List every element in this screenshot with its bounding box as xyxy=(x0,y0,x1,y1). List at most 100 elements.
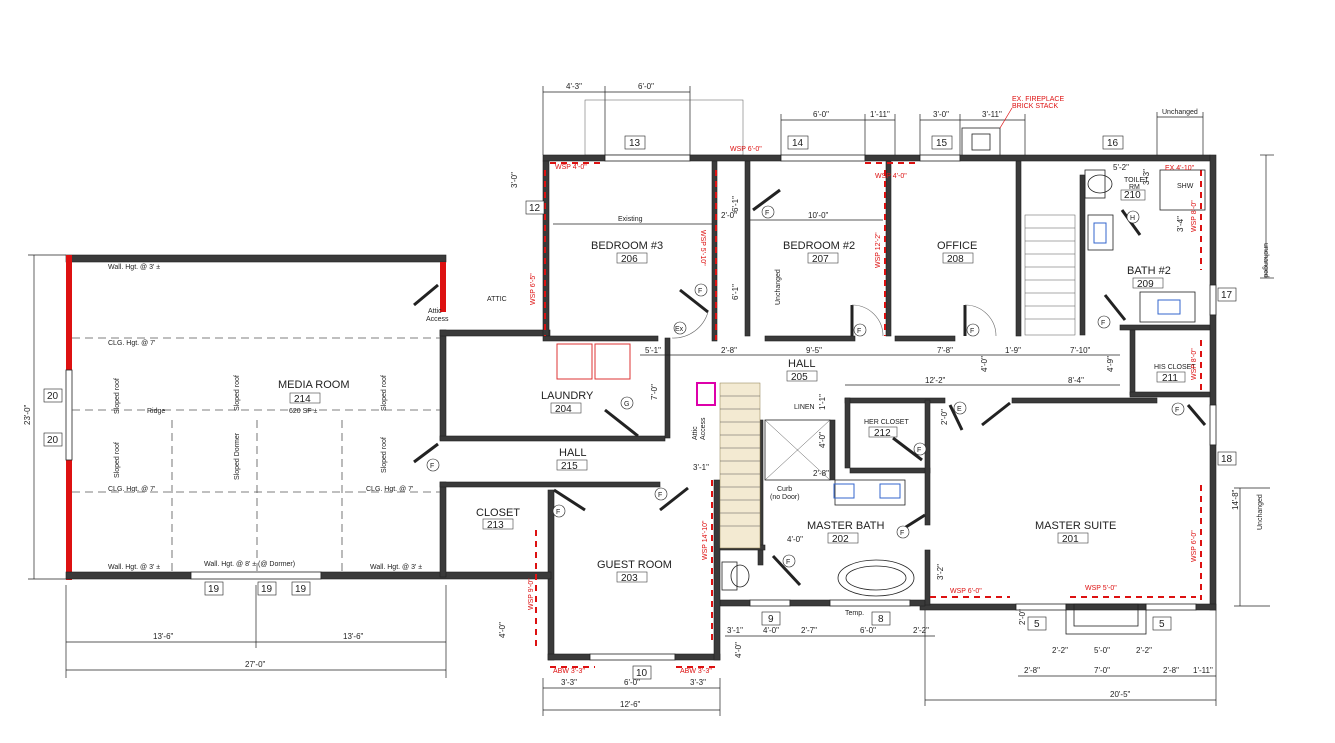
dim: 13'-6" xyxy=(153,632,174,641)
dim: 3'-3" xyxy=(561,678,577,687)
dim: 3'-2" xyxy=(936,564,945,580)
fixtures xyxy=(556,169,1206,597)
room-num-hercloset: 212 xyxy=(874,428,891,439)
note-wsp: WSP 6'-0" xyxy=(730,146,762,153)
marker-f: F xyxy=(786,559,790,566)
unchanged-label-hall: Unchanged xyxy=(775,269,782,305)
attic-access-stair-1: Attic xyxy=(692,426,699,440)
fireplace-note-1: EX. FIREPLACE xyxy=(1012,96,1064,103)
marker-f: F xyxy=(917,447,921,454)
note-wsp: WSP 6'-5" xyxy=(530,273,537,305)
ridge-label: Ridge xyxy=(147,408,165,415)
room-name-laundry: LAUNDRY xyxy=(541,390,594,402)
dim-top5: 3'-0" xyxy=(933,110,949,119)
note-wsp: WSP 14'-10" xyxy=(702,520,709,560)
dim: 2'-2" xyxy=(913,626,929,635)
dim: 14'-8" xyxy=(1231,489,1240,510)
marker-ex: Ex xyxy=(675,326,684,333)
marker-f: F xyxy=(857,328,861,335)
ceiling-height-label-1: CLG. Hgt. @ 7' xyxy=(108,340,155,347)
dim-top3: 6'-0" xyxy=(813,110,829,119)
window-tag: 19 xyxy=(261,584,273,595)
window-tag: 5 xyxy=(1034,619,1040,630)
room-num-bedroom2: 207 xyxy=(812,254,829,265)
attic-access-label-1: Attic xyxy=(428,308,442,315)
room-num-guest: 203 xyxy=(621,573,638,584)
dim: 2'-8" xyxy=(1024,666,1040,675)
room-num-mastersuite: 201 xyxy=(1062,534,1079,545)
dim: 12'-2" xyxy=(925,376,946,385)
dim: 3'-1" xyxy=(727,626,743,635)
note-wsp: WSP 4'-0" xyxy=(875,173,907,180)
dim: 2'-8" xyxy=(813,469,829,478)
dim: 1'-9" xyxy=(1005,346,1021,355)
marker-f: F xyxy=(765,210,769,217)
curb-label: Curb xyxy=(777,486,792,493)
stairs-upper xyxy=(1024,214,1076,336)
room-name-bath2: BATH #2 xyxy=(1127,265,1171,277)
dim: 7'-8" xyxy=(937,346,953,355)
dim: 4'-0" xyxy=(763,626,779,635)
fireplace: EX. FIREPLACE BRICK STACK xyxy=(961,96,1064,157)
note-wsp: WSP 4'-0" xyxy=(555,164,587,171)
window-tags: 13 14 15 16 12 17 18 20 20 19 19 19 10 9… xyxy=(43,135,1237,680)
attic-access-stair-2: Access xyxy=(700,417,707,440)
dim: 4'-0" xyxy=(734,642,743,658)
wall-height-label-dormer: Wall. Hgt. @ 8' ± (@ Dormer) xyxy=(204,561,295,568)
fireplace-note-2: BRICK STACK xyxy=(1012,103,1058,110)
note-wsp: WSP 8'-0" xyxy=(1191,200,1198,232)
marker-f: F xyxy=(430,463,434,470)
unchanged-label-right-1: unchanged xyxy=(1262,243,1269,278)
window-tag: 15 xyxy=(936,138,948,149)
sloped-roof-label-5: Sloped roof xyxy=(381,437,388,473)
marker-e: E xyxy=(957,406,962,413)
room-num-toilet: 210 xyxy=(1124,190,1141,201)
dim: 2'-0" xyxy=(940,409,949,425)
window-tag: 16 xyxy=(1107,138,1119,149)
dim: 2'-2" xyxy=(1136,646,1152,655)
room-num-masterbath: 202 xyxy=(832,534,849,545)
dim: 6'-1" xyxy=(731,284,740,300)
room-name-mastersuite: MASTER SUITE xyxy=(1035,520,1116,532)
walls xyxy=(65,154,1217,661)
dim: 3'-0" xyxy=(510,172,519,188)
temp-label: Temp. xyxy=(845,610,864,617)
dim: 5'-0" xyxy=(1094,646,1110,655)
room-name-bedroom3: BEDROOM #3 xyxy=(591,240,663,252)
wall-height-label-1: Wall. Hgt. @ 3' ± xyxy=(108,264,160,271)
dim-top2: 6'-0" xyxy=(638,82,654,91)
note-wsp: WSP 9'-0" xyxy=(528,578,535,610)
sloped-roof-label-2: Sloped roof xyxy=(114,442,121,478)
dim-top4: 1'-11" xyxy=(870,110,890,119)
room-num-hall215: 215 xyxy=(561,461,578,472)
room-name-masterbath: MASTER BATH xyxy=(807,520,884,532)
dim: 13'-6" xyxy=(343,632,364,641)
stairs-lower xyxy=(696,382,761,549)
room-name-hall205: HALL xyxy=(788,358,816,370)
room-name-toilet-1: TOILET xyxy=(1124,177,1149,184)
dim: 4'-0" xyxy=(818,432,827,448)
shear-wall-notes: WSP 4'-0" WSP 6'-0" WSP 4'-0" EX 4'-10" … xyxy=(528,146,1198,675)
marker-f: F xyxy=(556,509,560,516)
room-name-closet: CLOSET xyxy=(476,507,520,519)
dim: 2'-0" xyxy=(721,211,737,220)
note-wsp: WSP 5'-0" xyxy=(1085,585,1117,592)
marker-f: F xyxy=(698,288,702,295)
note-abw: ABW 3'-3" xyxy=(680,668,712,675)
dim: 27'-0" xyxy=(245,660,266,669)
room-name-media: MEDIA ROOM xyxy=(278,379,350,391)
wall-height-label-2: Wall. Hgt. @ 3' ± xyxy=(108,564,160,571)
dim: 2'-8" xyxy=(1163,666,1179,675)
dim: 9'-5" xyxy=(806,346,822,355)
dim: 6'-0" xyxy=(860,626,876,635)
dim: 4'-0" xyxy=(498,622,507,638)
window-tag: 17 xyxy=(1221,290,1233,301)
room-name-hiscloset: HIS CLOSET xyxy=(1154,364,1196,371)
marker-f: F xyxy=(970,328,974,335)
dim: 4'-0" xyxy=(787,535,803,544)
room-num-laundry: 204 xyxy=(555,404,572,415)
interior-dimensions: 10'-0" 2'-0" 5'-2" 3'-0" 6'-1" 6'-1" 5'-… xyxy=(510,163,1185,580)
dim: 4'-0" xyxy=(980,356,989,372)
note-wsp: WSP 8'-0" xyxy=(1191,348,1198,380)
note-abw: ABW 3'-3" xyxy=(553,668,585,675)
